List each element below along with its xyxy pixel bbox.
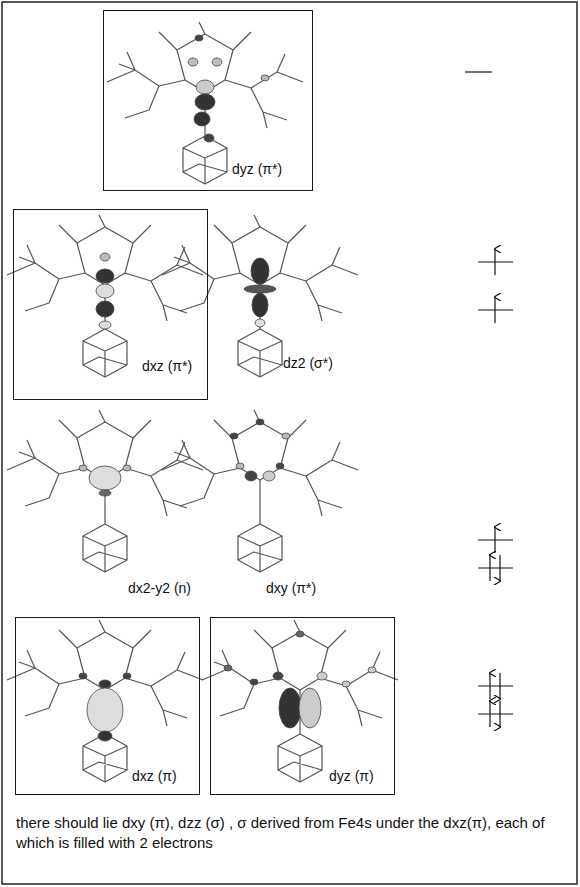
orbital-label: dxz (π) — [132, 768, 177, 785]
orbital-label: dx2-y2 (n) — [128, 580, 191, 597]
orbital-label: dxy (π*) — [266, 580, 316, 597]
orbital-label: dz2 (σ*) — [283, 355, 333, 372]
orbital-box: dxz (π*) — [13, 209, 208, 400]
orbital-label: dyz (π*) — [232, 161, 282, 178]
orbital-box: dyz (π) — [210, 617, 395, 795]
orbital-box: dyz (π*) — [103, 10, 313, 191]
note-text: there should lie dxy (π), dzz (σ) , σ de… — [16, 813, 564, 853]
orbital-label: dyz (π) — [329, 768, 374, 785]
orbital-box: dxz (π) — [15, 617, 200, 795]
orbital-label: dxz (π*) — [142, 358, 192, 375]
